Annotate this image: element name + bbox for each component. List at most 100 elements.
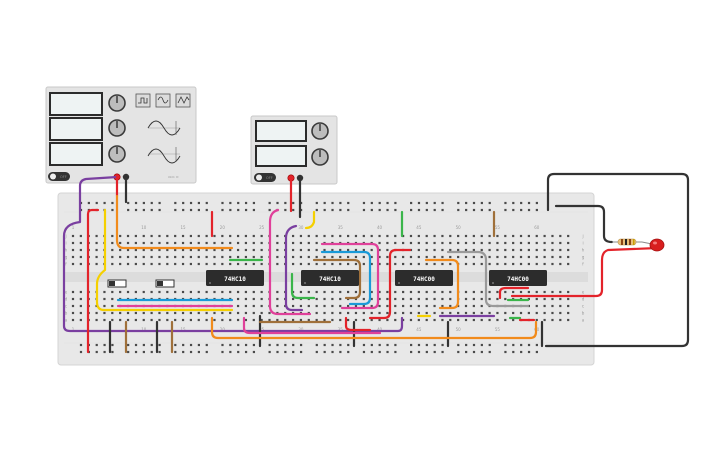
hole[interactable] (409, 311, 413, 315)
hole[interactable] (315, 234, 318, 238)
hole[interactable] (543, 290, 546, 294)
hole[interactable] (205, 262, 208, 266)
hole[interactable] (472, 248, 475, 252)
hole[interactable] (347, 304, 350, 308)
hole[interactable] (417, 297, 420, 301)
hole[interactable] (291, 241, 295, 245)
hole[interactable] (394, 304, 397, 308)
hole[interactable] (339, 318, 342, 322)
hole[interactable] (370, 262, 373, 266)
hole[interactable] (433, 262, 436, 266)
hole[interactable] (535, 350, 538, 354)
hole[interactable] (504, 290, 507, 294)
hole[interactable] (182, 350, 185, 354)
hole[interactable] (527, 262, 530, 266)
hole[interactable] (158, 262, 161, 266)
hole[interactable] (150, 318, 153, 322)
hole[interactable] (449, 248, 452, 252)
hole[interactable] (402, 297, 405, 301)
hole[interactable] (394, 234, 397, 238)
hole[interactable] (292, 208, 295, 212)
hole[interactable] (449, 262, 452, 266)
hole[interactable] (480, 350, 483, 354)
hole[interactable] (519, 311, 523, 315)
hole[interactable] (111, 262, 114, 266)
hole[interactable] (252, 241, 255, 245)
hole[interactable] (229, 248, 232, 252)
hole[interactable] (181, 262, 185, 266)
hole[interactable] (87, 201, 90, 205)
hole[interactable] (362, 297, 365, 301)
hole[interactable] (496, 311, 499, 315)
hole[interactable] (433, 248, 436, 252)
hole[interactable] (299, 304, 303, 308)
hole[interactable] (237, 208, 240, 212)
hole[interactable] (433, 234, 436, 238)
hole[interactable] (496, 290, 499, 294)
hole[interactable] (464, 311, 468, 315)
hole[interactable] (480, 304, 483, 308)
hole[interactable] (551, 255, 554, 259)
hole[interactable] (103, 318, 106, 322)
hole[interactable] (299, 318, 303, 322)
hole[interactable] (410, 350, 413, 354)
hole[interactable] (260, 311, 263, 315)
hole[interactable] (119, 248, 122, 252)
hole[interactable] (95, 311, 98, 315)
hole[interactable] (347, 234, 350, 238)
hole[interactable] (480, 290, 483, 294)
hole[interactable] (433, 318, 436, 322)
hole[interactable] (315, 290, 318, 294)
hole[interactable] (535, 201, 538, 205)
hole[interactable] (488, 262, 491, 266)
hole[interactable] (535, 248, 538, 252)
hole[interactable] (95, 201, 98, 205)
hole[interactable] (339, 255, 342, 259)
hole[interactable] (221, 234, 224, 238)
hole[interactable] (378, 290, 381, 294)
hole[interactable] (205, 255, 208, 259)
hole[interactable] (142, 241, 145, 245)
hole[interactable] (527, 297, 530, 301)
hole[interactable] (236, 241, 240, 245)
hole[interactable] (409, 290, 413, 294)
hole[interactable] (213, 255, 216, 259)
hole[interactable] (150, 201, 153, 205)
hole[interactable] (378, 311, 381, 315)
hole[interactable] (197, 255, 200, 259)
hole[interactable] (425, 350, 428, 354)
hole[interactable] (402, 262, 405, 266)
hole[interactable] (252, 350, 256, 354)
hole[interactable] (126, 262, 130, 266)
hole[interactable] (559, 304, 562, 308)
hole[interactable] (410, 208, 413, 212)
hole[interactable] (276, 255, 279, 259)
hole[interactable] (205, 290, 208, 294)
hole[interactable] (488, 297, 491, 301)
hole[interactable] (252, 290, 255, 294)
hole[interactable] (221, 290, 224, 294)
hole[interactable] (496, 241, 499, 245)
hole[interactable] (347, 343, 350, 347)
hole[interactable] (205, 343, 208, 347)
hole[interactable] (323, 208, 326, 212)
hole[interactable] (449, 234, 452, 238)
hole[interactable] (535, 255, 538, 259)
hole[interactable] (339, 234, 342, 238)
hole[interactable] (535, 290, 538, 294)
hole[interactable] (441, 241, 444, 245)
hole[interactable] (150, 234, 153, 238)
hole[interactable] (347, 255, 350, 259)
hole[interactable] (488, 318, 491, 322)
hole[interactable] (449, 304, 452, 308)
hole[interactable] (182, 201, 185, 205)
hole[interactable] (527, 311, 530, 315)
hole[interactable] (181, 290, 185, 294)
hole[interactable] (126, 248, 130, 252)
hole[interactable] (142, 255, 145, 259)
hole[interactable] (213, 262, 216, 266)
hole[interactable] (559, 318, 562, 322)
hole[interactable] (126, 311, 130, 315)
hole[interactable] (315, 255, 318, 259)
resistor[interactable] (612, 238, 642, 246)
